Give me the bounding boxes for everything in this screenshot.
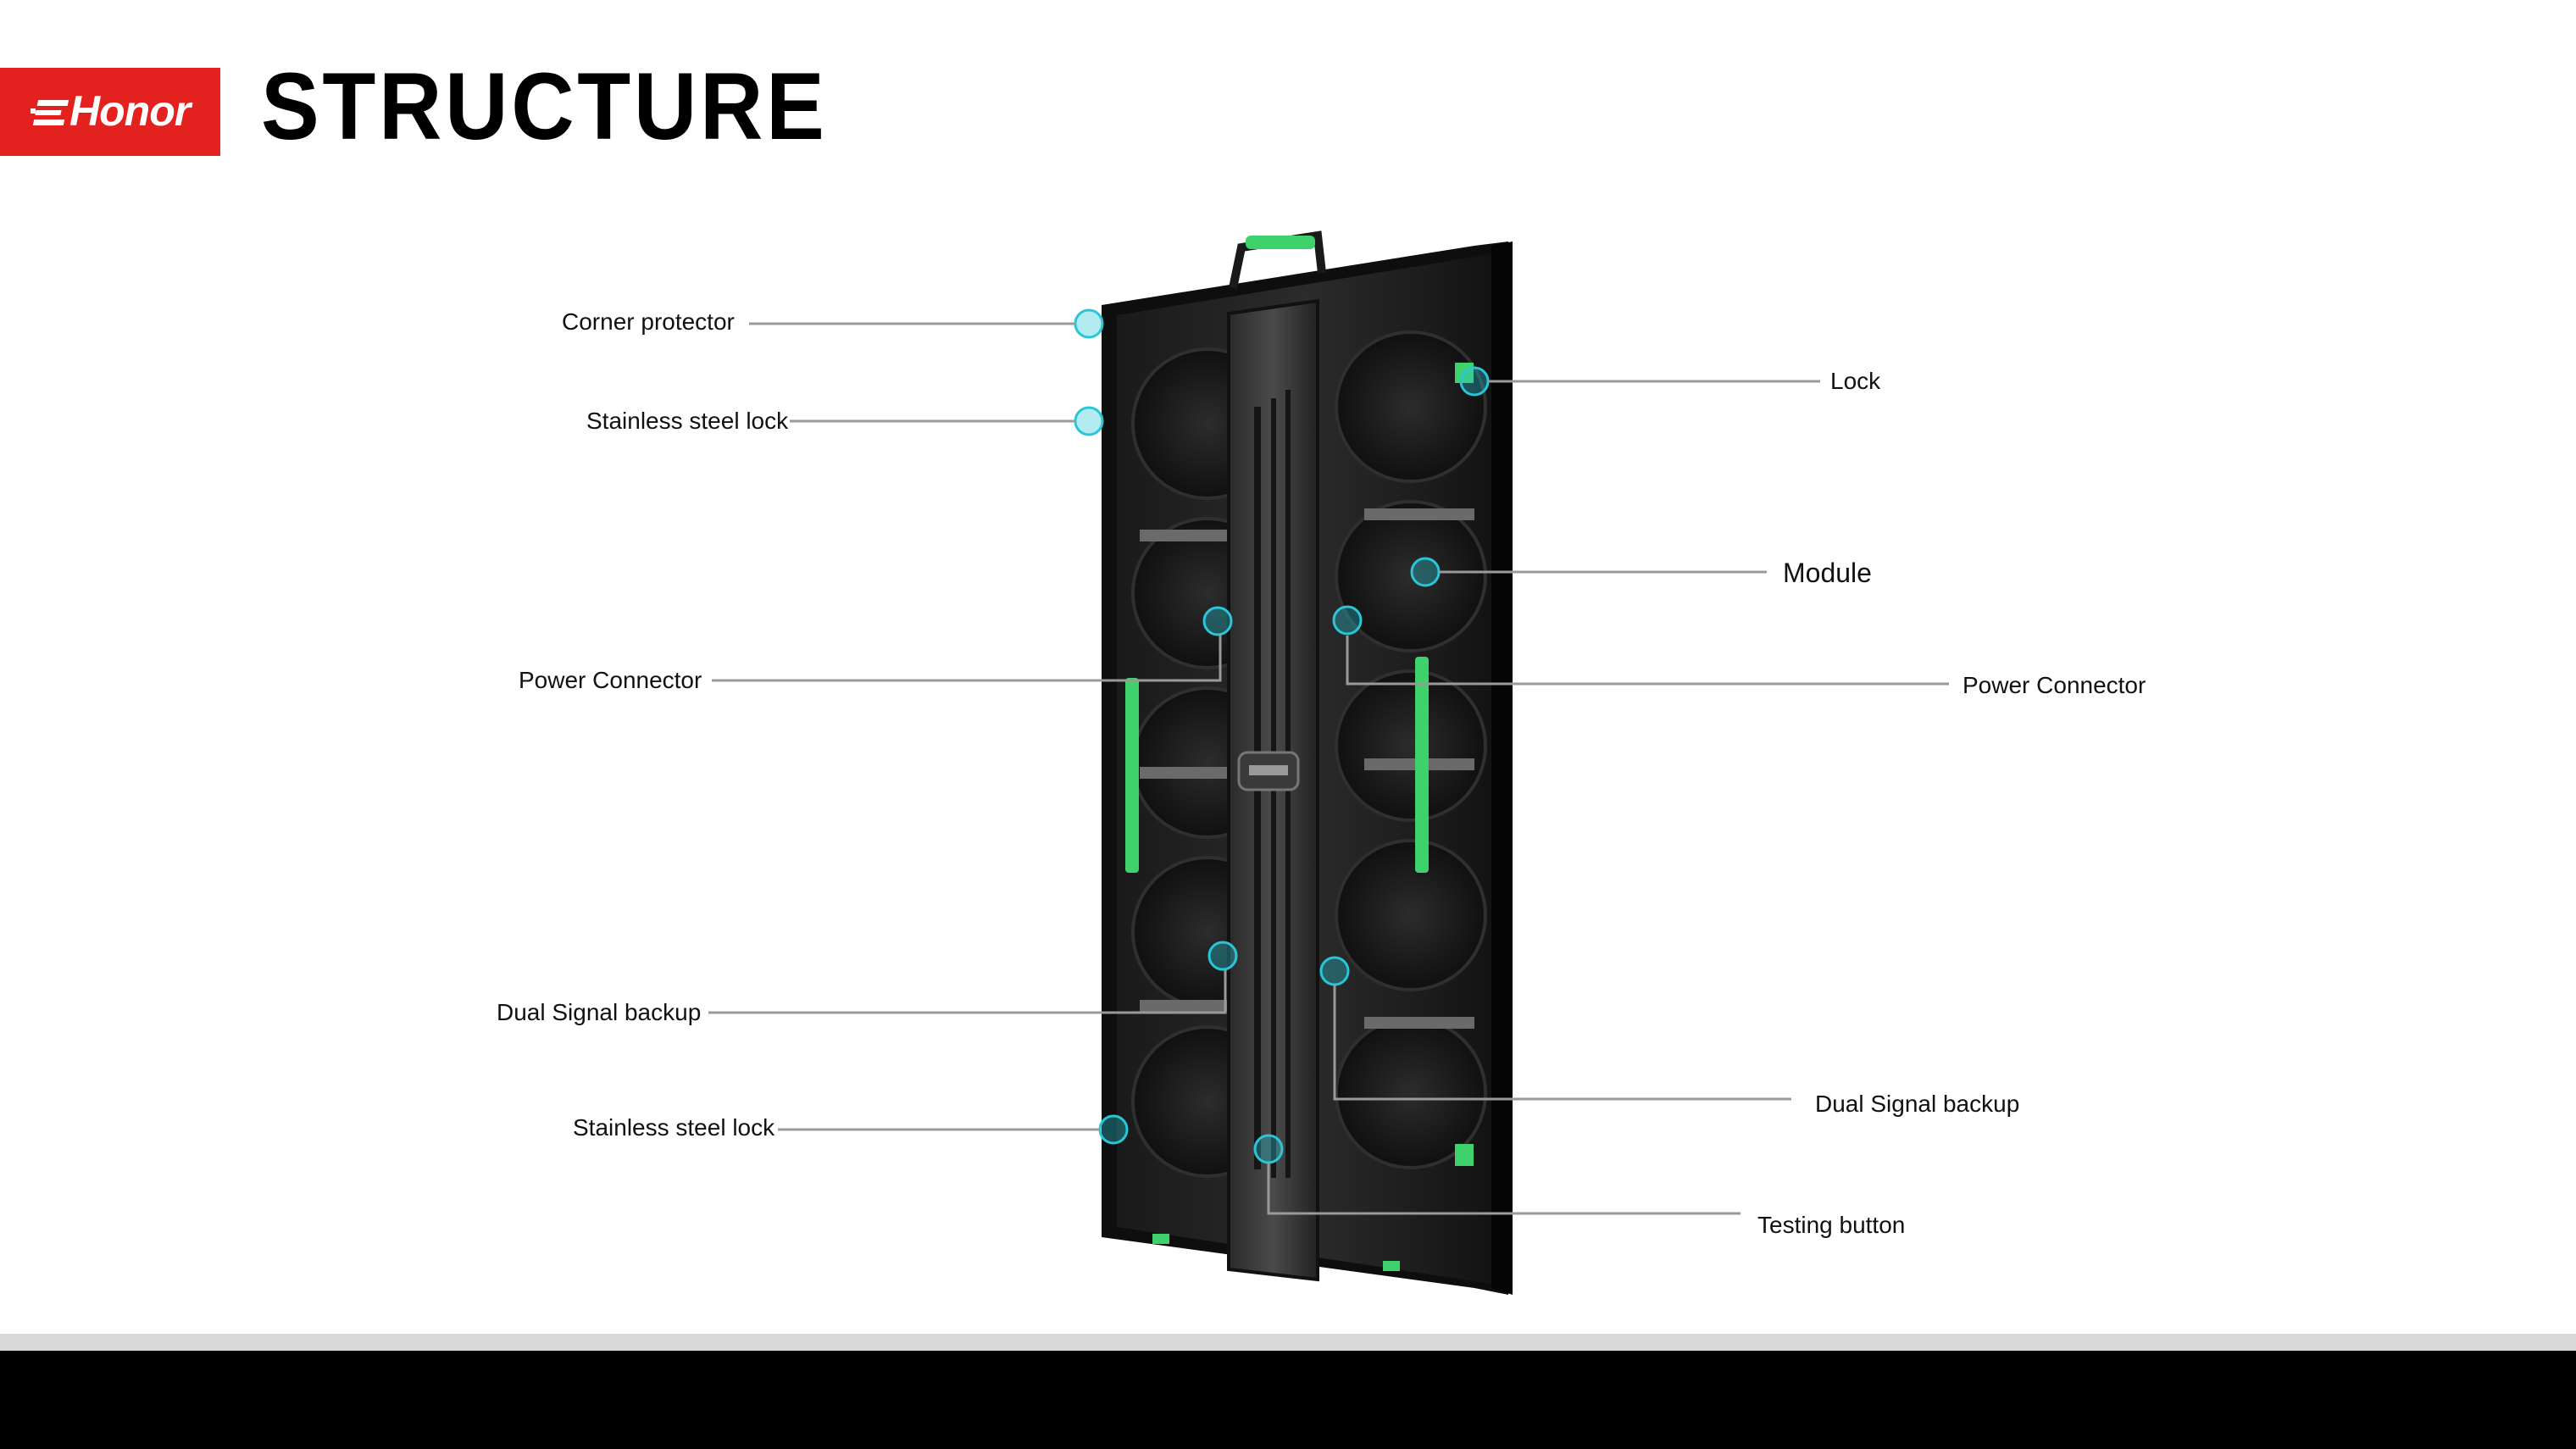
footer-divider	[0, 1334, 2576, 1351]
label-module: Module	[1783, 558, 1872, 588]
footer-bar	[0, 1351, 2576, 1449]
carry-handle	[1229, 230, 1326, 290]
green-grip-left	[1125, 678, 1139, 873]
marker-lock	[1459, 366, 1490, 397]
label-lock: Lock	[1830, 368, 1881, 394]
brand-logo: Honor	[0, 68, 220, 156]
label-power-connector-right: Power Connector	[1963, 672, 2146, 698]
marker-power-connector-right	[1332, 605, 1363, 636]
label-power-connector-left: Power Connector	[519, 667, 702, 693]
label-dual-signal-backup-left: Dual Signal backup	[497, 999, 702, 1025]
marker-dual-signal-left	[1208, 941, 1238, 971]
green-grip-right	[1415, 657, 1429, 873]
led-cabinet	[1102, 230, 1513, 1295]
product-diagram	[708, 230, 1949, 1295]
marker-testing-button	[1253, 1134, 1284, 1164]
page-title: STRUCTURE	[261, 53, 828, 159]
leader-lines	[708, 322, 1949, 1215]
logo-e-icon	[31, 100, 69, 125]
brand-name: Honor	[69, 87, 191, 135]
label-dual-signal-backup-right: Dual Signal backup	[1815, 1091, 2020, 1117]
center-spine	[1227, 298, 1319, 1282]
label-stainless-steel-lock-bottom: Stainless steel lock	[573, 1114, 775, 1141]
marker-stainless-lock-top	[1074, 406, 1104, 436]
label-stainless-steel-lock-top: Stainless steel lock	[586, 408, 789, 434]
marker-module	[1410, 557, 1441, 587]
marker-power-connector-left	[1202, 606, 1233, 636]
label-testing-button: Testing button	[1757, 1212, 1906, 1238]
marker-stainless-lock-bottom	[1098, 1114, 1129, 1145]
label-corner-protector: Corner protector	[562, 308, 735, 335]
marker-corner-protector	[1074, 308, 1104, 339]
marker-dual-signal-right	[1319, 956, 1350, 986]
